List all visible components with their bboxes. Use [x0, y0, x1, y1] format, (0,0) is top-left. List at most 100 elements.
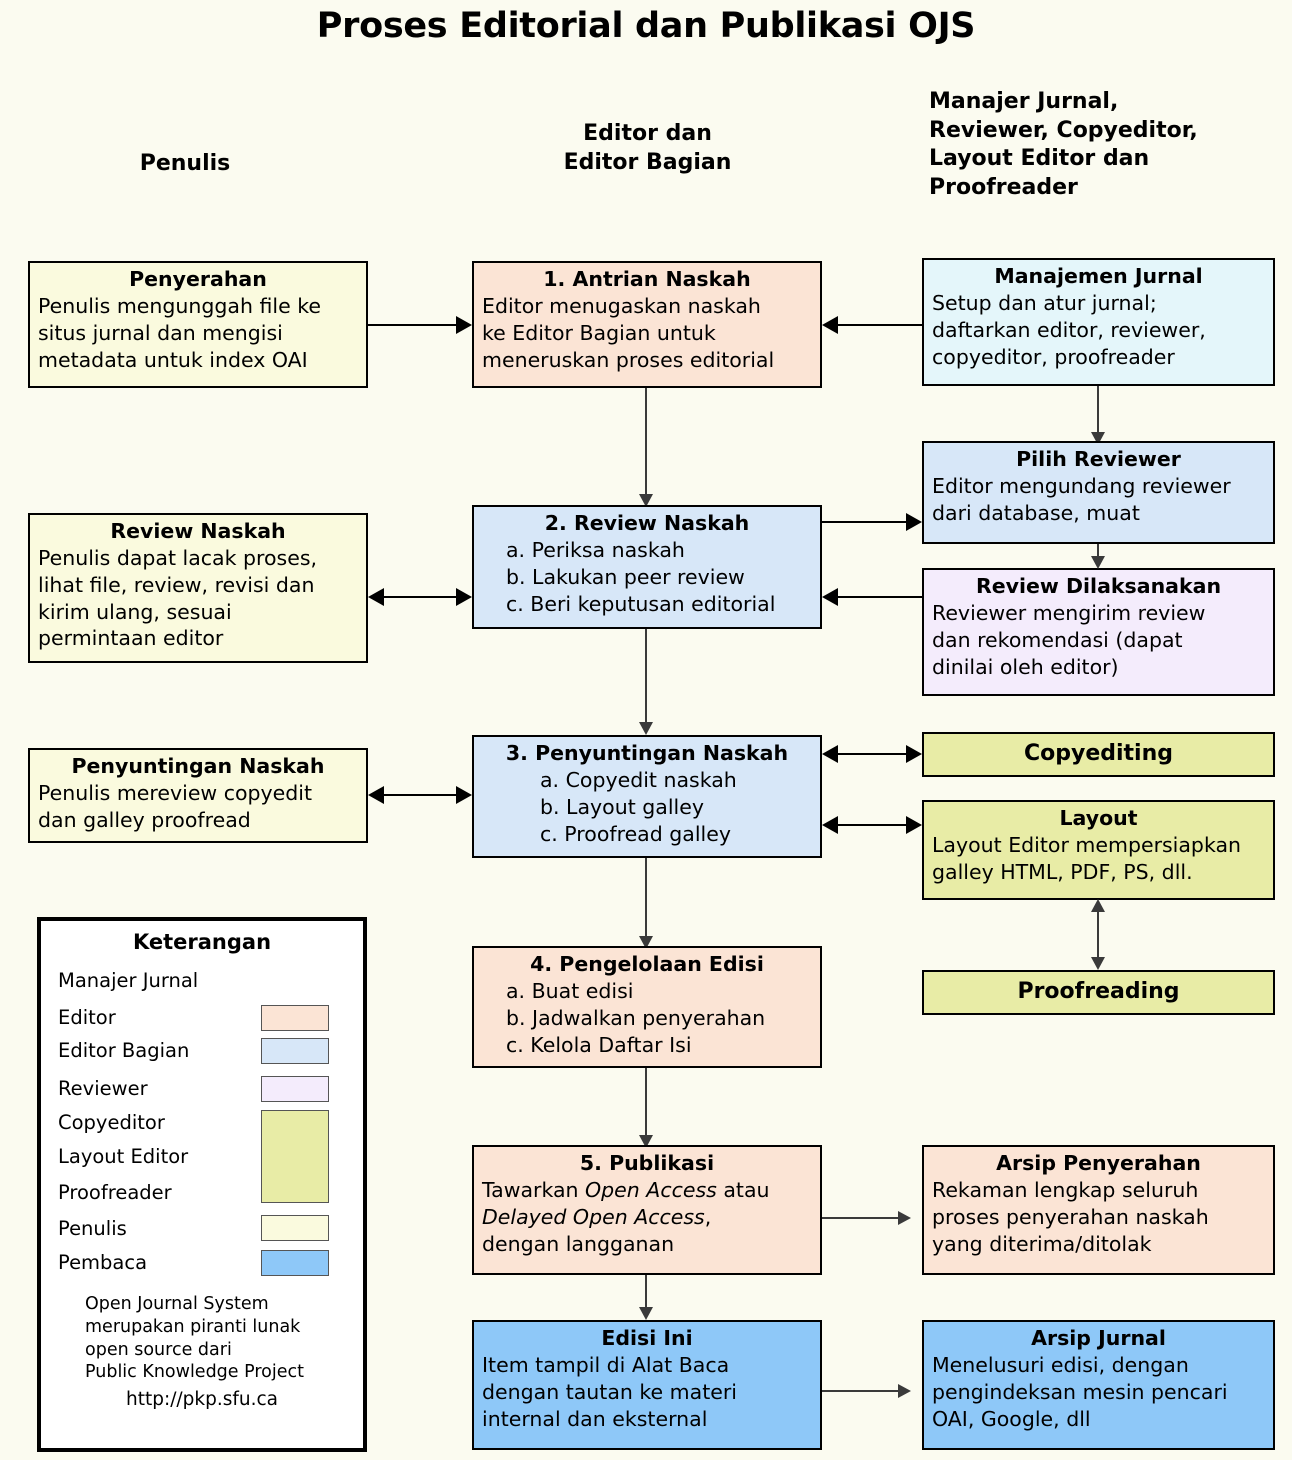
connector-manajemen-antrian [838, 324, 922, 326]
publikasi-l1-pre: Tawarkan [482, 1178, 586, 1203]
column-heading-manajer-line2: Reviewer, Copyeditor, [929, 117, 1198, 143]
box-proofreading[interactable]: Proofreading [922, 970, 1275, 1015]
legend-swatch-editor-bagian [261, 1038, 329, 1064]
legend-item-editor: Editor [58, 1006, 116, 1029]
box-antrian-naskah-title: 1. Antrian Naskah [543, 267, 751, 291]
arrowhead-penyuntingan-to-layout [906, 816, 922, 834]
box-manajemen-jurnal-title: Manajemen Jurnal [994, 264, 1203, 288]
arrowhead-proofreading-to-layout [1091, 899, 1105, 912]
connector-layout-proofreading [1097, 908, 1099, 964]
connector-penyuntingan-copyediting [838, 753, 906, 755]
box-antrian-naskah-body: Editor menugaskan naskah ke Editor Bagia… [482, 294, 775, 372]
arrowhead-layout-to-penyuntingan [822, 816, 838, 834]
publikasi-l2-post: , [704, 1204, 712, 1229]
legend-swatch-editor [261, 1005, 329, 1031]
box-penyerahan[interactable]: Penyerahan Penulis mengunggah file ke si… [28, 261, 368, 388]
arrowhead-review-penyuntingan [639, 722, 653, 735]
box-review-dilaksanakan-body: Reviewer mengirim review dan rekomendasi… [932, 601, 1206, 679]
legend-swatch-copyeditor-layout-proofreader [261, 1110, 329, 1203]
box-pilih-reviewer-body: Editor mengundang reviewer dari database… [932, 474, 1231, 525]
arrowhead-review-pilihreviewer [906, 513, 922, 531]
legend-note: Open Journal System merupakan piranti lu… [85, 1294, 304, 1383]
legend-swatch-penulis [261, 1215, 329, 1241]
connector-penyuntingan-layout [838, 824, 906, 826]
box-pengelolaan-edisi-title: 4. Pengelolaan Edisi [530, 952, 764, 976]
publikasi-l1-emphasis: Open Access [585, 1178, 717, 1203]
legend-swatch-pembaca [261, 1250, 329, 1276]
box-review-naskah-penulis[interactable]: Review Naskah Penulis dapat lacak proses… [28, 513, 368, 663]
box-layout[interactable]: Layout Layout Editor mempersiapkan galle… [922, 800, 1275, 900]
box-arsip-penyerahan-title: Arsip Penyerahan [996, 1151, 1201, 1175]
box-layout-title: Layout [1059, 806, 1138, 830]
column-heading-penulis: Penulis [139, 151, 231, 176]
box-pengelolaan-edisi[interactable]: 4. Pengelolaan Edisi a. Buat edisi b. Ja… [472, 946, 822, 1068]
arrowhead-publikasi-edisiini [639, 1307, 653, 1320]
connector-review-penyuntingan [645, 629, 647, 729]
box-manajemen-jurnal[interactable]: Manajemen Jurnal Setup dan atur jurnal; … [922, 258, 1275, 386]
box-penyuntingan-penulis[interactable]: Penyuntingan Naskah Penulis mereview cop… [28, 748, 368, 843]
box-review-dilaksanakan[interactable]: Review Dilaksanakan Reviewer mengirim re… [922, 568, 1275, 696]
arrowhead-manajemen-antrian [822, 316, 838, 334]
column-heading-editor-line2: Editor Bagian [563, 149, 732, 175]
legend-item-reviewer: Reviewer [58, 1077, 148, 1100]
connector-pengelolaan-publikasi [645, 1068, 647, 1140]
arrowhead-publikasi-arsip [898, 1211, 911, 1225]
column-heading-manajer: Manajer Jurnal, Reviewer, Copyeditor, La… [929, 88, 1289, 202]
legend-item-proofreader: Proofreader [58, 1181, 172, 1204]
box-penyuntingan-naskah[interactable]: 3. Penyuntingan Naskah a. Copyedit naska… [472, 735, 822, 858]
box-manajemen-jurnal-body: Setup dan atur jurnal; daftarkan editor,… [932, 291, 1206, 369]
box-penyuntingan-naskah-body: a. Copyedit naskah b. Layout galley c. P… [540, 768, 737, 846]
legend-title: Keterangan [132, 930, 272, 954]
legend-panel: Keterangan Manajer Jurnal Editor Editor … [37, 917, 367, 1452]
box-layout-body: Layout Editor mempersiapkan galley HTML,… [932, 833, 1242, 884]
box-arsip-jurnal-body: Menelusuri edisi, dengan pengindeksan me… [932, 1353, 1228, 1431]
legend-url[interactable]: http://pkp.sfu.ca [125, 1389, 279, 1410]
publikasi-l1-post: atau [716, 1178, 770, 1203]
box-arsip-jurnal[interactable]: Arsip Jurnal Menelusuri edisi, dengan pe… [922, 1320, 1275, 1450]
arrowhead-penyuntingan-pengelolaan [639, 936, 653, 949]
box-pilih-reviewer-title: Pilih Reviewer [1016, 447, 1181, 471]
arrowhead-penulisreview-to-review [456, 588, 472, 606]
box-review-naskah-body: a. Periksa naskah b. Lakukan peer review… [506, 538, 776, 616]
box-publikasi-title: 5. Publikasi [579, 1151, 715, 1175]
arrowhead-dilaksanakan-review [822, 588, 838, 606]
connector-dilaksanakan-review [838, 596, 922, 598]
box-antrian-naskah[interactable]: 1. Antrian Naskah Editor menugaskan nask… [472, 261, 822, 388]
box-review-dilaksanakan-title: Review Dilaksanakan [975, 574, 1222, 598]
connector-manajemen-pilihreviewer [1097, 386, 1099, 436]
legend-item-editor-bagian: Editor Bagian [58, 1039, 190, 1062]
box-review-naskah[interactable]: 2. Review Naskah a. Periksa naskah b. La… [472, 505, 822, 629]
connector-penyuntingan-penulis [384, 794, 456, 796]
connector-antrian-review [645, 388, 647, 496]
arrowhead-review-to-penulisreview [368, 588, 384, 606]
connector-penulisreview-review [384, 596, 456, 598]
box-copyediting[interactable]: Copyediting [922, 732, 1275, 777]
connector-publikasi-edisiini [645, 1275, 647, 1313]
publikasi-l3: dengan langganan [482, 1231, 675, 1256]
page-title: Proses Editorial dan Publikasi OJS [316, 6, 976, 46]
publikasi-l2-emphasis: Delayed Open Access [482, 1204, 705, 1229]
arrowhead-penyuntingan-to-penulis [368, 786, 384, 804]
box-copyediting-title: Copyediting [1023, 741, 1174, 767]
box-pengelolaan-edisi-body: a. Buat edisi b. Jadwalkan penyerahan c.… [506, 979, 766, 1057]
box-publikasi-body: Tawarkan Open Access atau Delayed Open A… [482, 1177, 812, 1257]
box-edisi-ini-title: Edisi Ini [601, 1326, 693, 1350]
arrowhead-layout-to-proofreading [1091, 957, 1105, 970]
box-penyuntingan-naskah-title: 3. Penyuntingan Naskah [505, 741, 789, 765]
box-arsip-penyerahan[interactable]: Arsip Penyerahan Rekaman lengkap seluruh… [922, 1145, 1275, 1275]
box-proofreading-title: Proofreading [1017, 979, 1180, 1005]
box-edisi-ini[interactable]: Edisi Ini Item tampil di Alat Baca denga… [472, 1320, 822, 1450]
arrowhead-antrian-review [639, 494, 653, 507]
box-publikasi[interactable]: 5. Publikasi Tawarkan Open Access atau D… [472, 1145, 822, 1275]
column-heading-editor-line1: Editor dan [583, 121, 712, 146]
box-pilih-reviewer[interactable]: Pilih Reviewer Editor mengundang reviewe… [922, 441, 1275, 544]
connector-edisiini-arsipjurnal [822, 1390, 902, 1392]
connector-review-pilihreviewer [822, 521, 906, 523]
box-penyuntingan-penulis-title: Penyuntingan Naskah [71, 754, 325, 778]
arrowhead-penyuntingan-to-copyediting [906, 745, 922, 763]
arrowhead-copyediting-to-penyuntingan [822, 745, 838, 763]
legend-item-penulis: Penulis [58, 1217, 127, 1240]
arrowhead-pengelolaan-publikasi [639, 1135, 653, 1148]
arrowhead-penulis-to-penyuntingan [456, 786, 472, 804]
arrowhead-penyerahan-antrian [456, 316, 472, 334]
